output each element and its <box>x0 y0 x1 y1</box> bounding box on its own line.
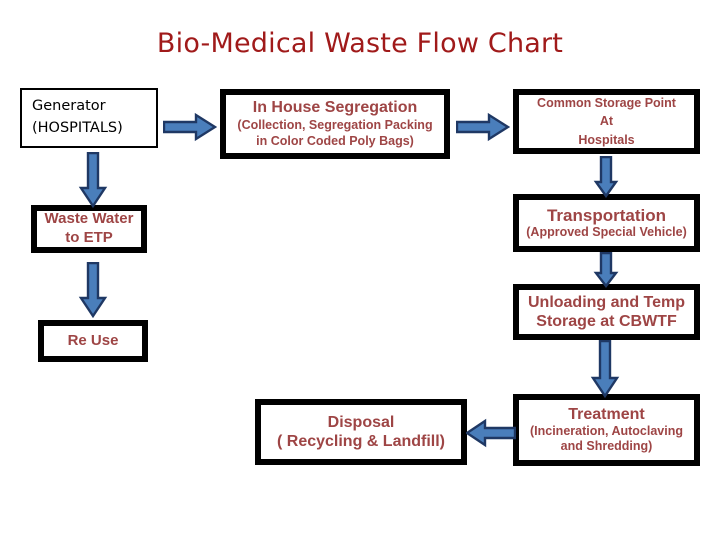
node-transportation[interactable]: Transportation (Approved Special Vehicle… <box>513 194 700 252</box>
node-treatment-line1: Treatment <box>568 405 645 423</box>
node-disposal-line1: Disposal <box>327 413 395 431</box>
node-treatment-line3: and Shredding) <box>560 439 653 454</box>
node-unloading-temp-storage[interactable]: Unloading and Temp Storage at CBWTF <box>513 284 700 340</box>
node-treatment[interactable]: Treatment (Incineration, Autoclaving and… <box>513 394 700 466</box>
node-storage-line1: Common Storage Point <box>537 96 676 111</box>
arrow-down-icon <box>590 340 620 398</box>
arrow-down-icon <box>78 152 108 208</box>
node-generator-line2: (HOSPITALS) <box>32 120 123 136</box>
node-wastewater-line1: Waste Water <box>44 210 134 228</box>
node-transport-line2: (Approved Special Vehicle) <box>526 224 687 239</box>
node-transport-line1: Transportation <box>546 205 666 225</box>
node-wastewater-line2: to ETP <box>65 229 113 246</box>
node-waste-water-to-etp[interactable]: Waste Water to ETP <box>31 205 147 253</box>
arrow-right-icon <box>456 112 510 142</box>
node-re-use[interactable]: Re Use <box>38 320 148 362</box>
node-disposal[interactable]: Disposal ( Recycling & Landfill) <box>255 399 467 465</box>
arrow-generator-to-segregation <box>163 112 217 142</box>
arrow-generator-to-wastewater <box>78 152 108 208</box>
arrow-down-icon <box>78 262 108 318</box>
node-unloading-line1: Unloading and Temp <box>527 293 686 311</box>
arrow-down-icon <box>593 252 619 288</box>
node-storage-line2: At <box>599 114 614 129</box>
arrow-left-icon <box>466 418 516 448</box>
node-treatment-line2: (Incineration, Autoclaving <box>529 424 684 439</box>
node-generator[interactable]: Generator (HOSPITALS) <box>20 88 158 148</box>
node-segregation-line2: (Collection, Segregation Packing <box>237 118 433 132</box>
arrow-treatment-to-disposal <box>466 418 516 448</box>
arrow-right-icon <box>163 112 217 142</box>
arrow-unloading-to-treatment <box>590 340 620 398</box>
node-generator-line1: Generator <box>32 98 106 115</box>
arrow-segregation-to-storage <box>456 112 510 142</box>
arrow-down-icon <box>593 156 619 198</box>
arrow-wastewater-to-reuse <box>78 262 108 318</box>
arrow-storage-to-transportation <box>593 156 619 198</box>
page-title: Bio-Medical Waste Flow Chart <box>156 28 564 59</box>
node-reuse-line1: Re Use <box>67 331 119 349</box>
node-disposal-line2: ( Recycling & Landfill) <box>276 433 445 450</box>
node-segregation-line3: in Color Coded Poly Bags) <box>256 133 414 148</box>
arrow-transportation-to-unloading <box>593 252 619 288</box>
node-in-house-segregation[interactable]: In House Segregation (Collection, Segreg… <box>220 89 450 159</box>
node-segregation-line1: In House Segregation <box>252 98 418 116</box>
node-unloading-line2: Storage at CBWTF <box>536 313 677 330</box>
node-storage-line3: Hospitals <box>578 132 635 147</box>
node-common-storage-point[interactable]: Common Storage Point At Hospitals <box>513 89 700 154</box>
